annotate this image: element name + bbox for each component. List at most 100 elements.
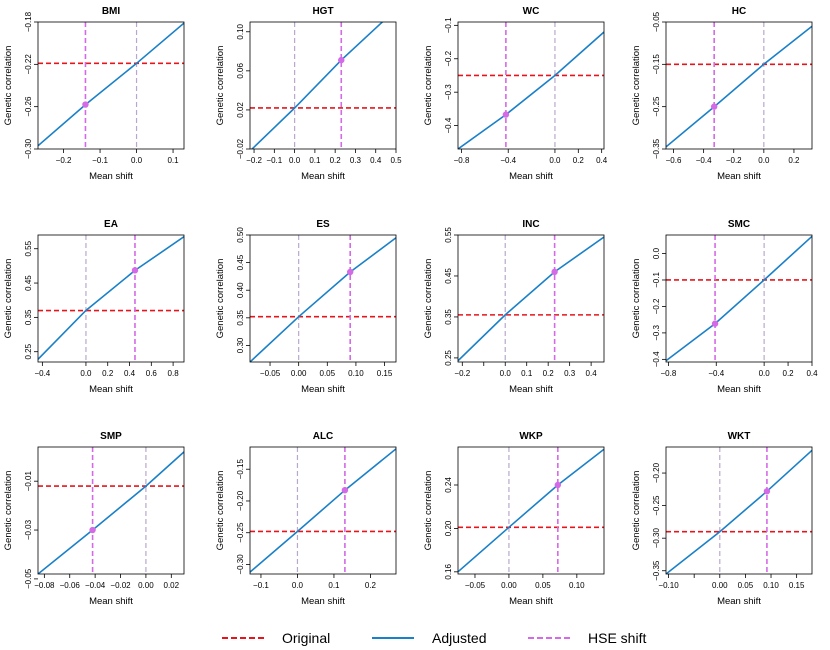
x-tick-label: 0.0 [759,369,771,378]
plot-frame [457,21,605,150]
hse-point [554,481,562,489]
adjusted-line [458,236,604,362]
x-tick-label: 0.1 [309,156,321,165]
x-tick-label: −0.2 [56,156,72,165]
panel-title: ES [316,219,330,230]
x-tick-label: −0.4 [708,369,724,378]
plot-frame [665,446,813,575]
x-tick-label: 0.00 [501,581,517,590]
adjusted-line [458,448,604,573]
plot-frame [249,234,397,363]
plot-area [250,447,396,574]
x-axis-label: Mean shift [509,171,553,182]
legend-item-original: Original [222,626,330,650]
x-tick-label: 0.0 [500,369,512,378]
legend-label-adjusted: Adjusted [432,630,487,646]
legend-item-adjusted: Adjusted [372,626,486,650]
x-tick-label: −0.06 [60,581,81,590]
legend-swatch-adjusted [372,637,414,639]
hse-point [763,488,771,495]
plot-frame [665,21,813,150]
panel-title: WKP [519,431,543,442]
y-axis-label: Genetic correlation [423,46,434,126]
x-tick-label: 0.2 [365,581,377,590]
y-tick-label: −0.35 [652,560,661,581]
x-axis-label: Mean shift [509,596,553,607]
x-tick-label: 0.15 [789,581,805,590]
y-tick-label: 0.06 [236,63,245,79]
hse-point [341,486,349,494]
x-axis-label: Mean shift [301,596,345,607]
plot-frame [457,234,605,363]
hse-point [346,268,354,276]
y-tick-label: −0.35 [652,138,661,159]
y-axis-label: Genetic correlation [423,471,434,551]
plot-area [666,447,812,574]
x-tick-label: 0.0 [292,581,304,590]
hse-point [82,101,89,108]
y-tick-label: −0.01 [24,471,33,492]
x-tick-label: 0.2 [788,156,800,165]
x-tick-label: −0.08 [34,581,55,590]
panel-title: SMP [100,431,122,442]
y-tick-label: −0.4 [444,117,453,133]
adjusted-line [458,31,604,149]
x-tick-label: 0.05 [535,581,551,590]
y-tick-label: 0.45 [236,254,245,270]
y-tick-label: −0.05 [652,11,661,32]
adjusted-line [250,237,396,362]
x-tick-label: 0.2 [573,156,585,165]
hse-point [502,111,510,118]
x-tick-label: 0.10 [763,581,779,590]
y-tick-label: 0.02 [236,102,245,118]
plot-frame [37,446,185,575]
legend-label-hse-shift: HSE shift [588,630,647,646]
plot-area [38,235,184,362]
y-tick-label: −0.1 [444,17,453,33]
y-axis-label: Genetic correlation [215,46,226,126]
x-axis-label: Mean shift [301,171,345,182]
hse-point [551,268,558,276]
legend-item-hse-shift: HSE shift [528,626,646,650]
plot-frame [37,21,185,150]
y-tick-label: 0.35 [444,309,453,325]
x-tick-label: −0.2 [726,156,742,165]
y-tick-label: 0.20 [444,520,453,536]
panel-title: HC [732,6,746,17]
panel-title: WC [523,6,540,17]
x-axis-label: Mean shift [717,171,761,182]
x-tick-label: 0.3 [350,156,362,165]
plot-area [38,447,184,574]
y-tick-label: −0.03 [24,519,33,540]
panel-title: INC [522,219,539,230]
y-tick-label: 0.25 [444,350,453,366]
x-tick-label: 0.10 [348,369,364,378]
x-tick-label: 0.02 [164,581,180,590]
x-tick-label: 0.2 [783,369,795,378]
x-axis-label: Mean shift [301,384,345,395]
x-tick-label: −0.2 [246,156,262,165]
y-tick-label: −0.30 [652,528,661,549]
y-tick-label: 0.55 [24,240,33,256]
x-tick-label: −0.04 [85,581,106,590]
x-tick-label: 0.8 [168,369,180,378]
hse-point [338,56,345,64]
plot-frame [665,234,813,363]
legend: Original Adjusted HSE shift [0,626,830,650]
x-axis-label: Mean shift [509,384,553,395]
plot-area [458,447,604,574]
y-tick-label: −0.30 [24,138,33,159]
plot-area [458,235,604,362]
plot-frame [249,21,397,150]
x-tick-label: 0.4 [596,156,608,165]
adjusted-line [666,449,812,574]
